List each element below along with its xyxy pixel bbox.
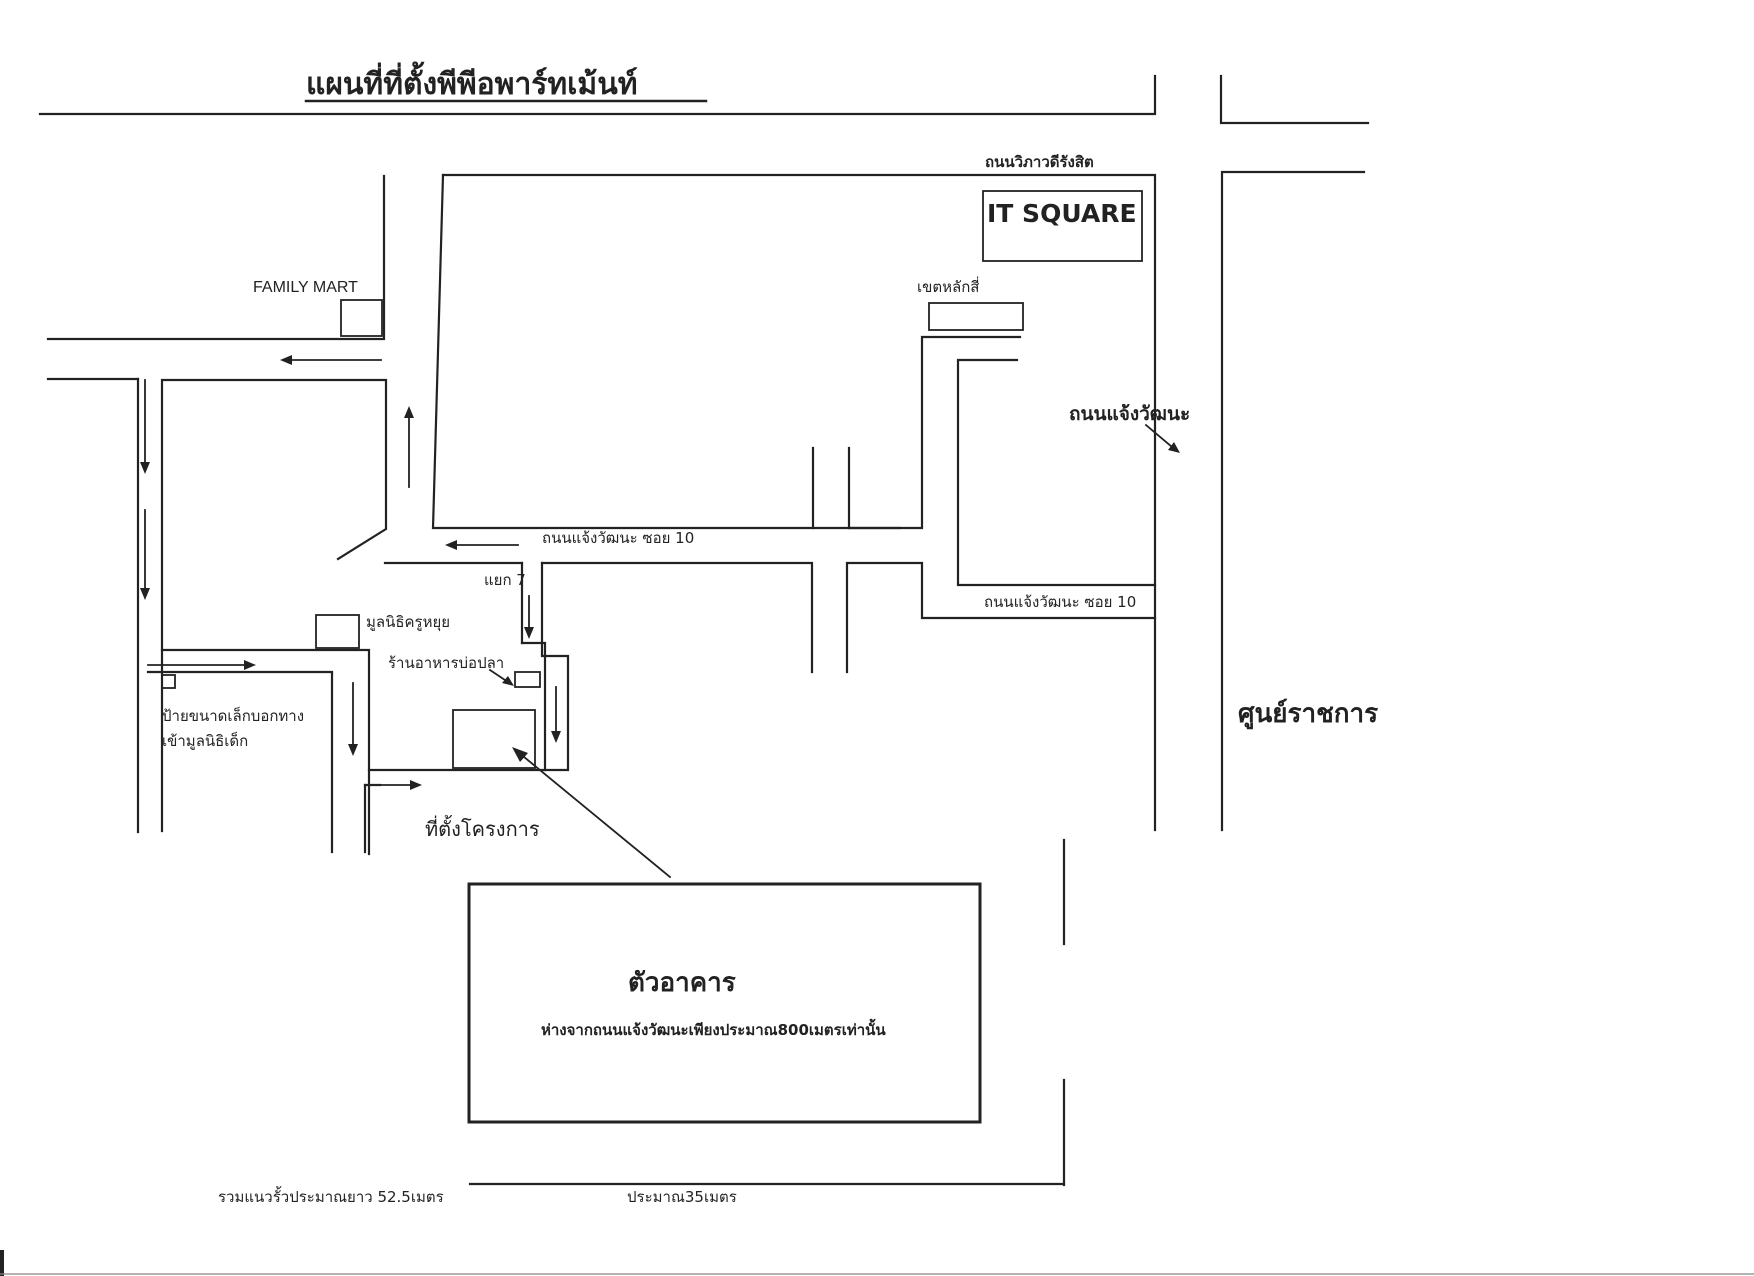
label-approx-35: ประมาณ35เมตร — [627, 1188, 737, 1206]
left-road-bottom-edge-b — [160, 378, 388, 833]
soi10-inner-block — [956, 358, 1157, 587]
restaurant-road — [520, 641, 547, 772]
building-pointer-line — [516, 750, 672, 879]
soi10-lower-mid — [540, 561, 814, 674]
khet-laksi-box — [928, 302, 1024, 331]
arrow-south-foundation — [348, 682, 358, 756]
building-pointer-head — [512, 747, 528, 762]
soi10-upper-north-right — [847, 335, 1022, 530]
vibhavadi-road-north-edge-right — [1219, 74, 1370, 125]
label-fence-total: รวมแนวรั้วประมาณยาว 52.5เมตร — [218, 1186, 444, 1206]
label-sign-line1: ป้ายขนาดเล็กบอกทาง — [162, 706, 304, 725]
soi10-lower-right — [845, 561, 1157, 674]
arrow-south-left-1 — [140, 379, 150, 474]
label-restaurant: ร้านอาหารบ่อปลา — [388, 654, 504, 672]
road-center-west-edge — [431, 173, 902, 530]
sign-marker — [161, 674, 176, 689]
label-soi10-upper: ถนนแจ้งวัฒนะ ซอย 10 — [542, 529, 694, 547]
building-box — [467, 882, 982, 1124]
label-foundation: มูลนิธิครูหยุย — [366, 613, 450, 632]
it-square-box — [982, 190, 1143, 262]
arrow-south-yaek7 — [524, 595, 534, 639]
foundation-road-inner — [160, 648, 371, 772]
label-sign-line2: เข้ามูลนิธิเด็ก — [162, 731, 248, 750]
arrow-west-soi10 — [445, 540, 519, 550]
label-soi10-lower: ถนนแจ้งวัฒนะ ซอย 10 — [984, 593, 1136, 611]
vibhavadi-road-east-edge — [1220, 170, 1366, 832]
label-yaek7: แยก 7 — [484, 571, 526, 589]
label-project-location: ที่ตั้งโครงการ — [425, 815, 540, 841]
arrow-south-left-2 — [140, 509, 150, 600]
map-title: แผนที่ที่ตั้งพีพีอพาร์ทเม้นท์ — [306, 61, 638, 102]
label-distance-note: ห่างจากถนนแจ้งวัฒนะเพียงประมาณ800เมตรเท่… — [541, 1018, 886, 1039]
label-building: ตัวอาคาร — [628, 968, 736, 998]
label-family-mart: FAMILY MART — [253, 279, 358, 296]
arrow-south-restaurant — [551, 686, 561, 743]
foundation-road-east — [367, 561, 570, 856]
foundation-box — [315, 614, 360, 649]
project-box — [452, 709, 536, 769]
restaurant-box — [514, 671, 541, 688]
vibhavadi-road-south-edge — [441, 173, 1157, 832]
label-government-center: ศูนย์ราชการ — [1238, 698, 1378, 730]
arrow-chaeng-watthana — [1144, 423, 1180, 453]
left-road-top-edge — [46, 174, 386, 341]
vibhavadi-road-north-edge — [38, 74, 1157, 116]
label-vibhavadi: ถนนวิภาวดีรังสิต — [985, 153, 1094, 171]
arrow-east-project — [373, 780, 422, 790]
label-khet-laksi: เขตหลักสี่ — [917, 276, 979, 296]
arrow-east-lower — [147, 660, 256, 670]
arrow-north-center — [404, 406, 414, 488]
family-mart-box — [340, 299, 383, 337]
arrow-west-top — [280, 355, 382, 365]
label-chaeng-watthana: ถนนแจ้งวัฒนะ — [1069, 403, 1190, 425]
label-it-square: IT SQUARE — [987, 199, 1137, 228]
arrow-restaurant-pointer — [488, 668, 514, 686]
